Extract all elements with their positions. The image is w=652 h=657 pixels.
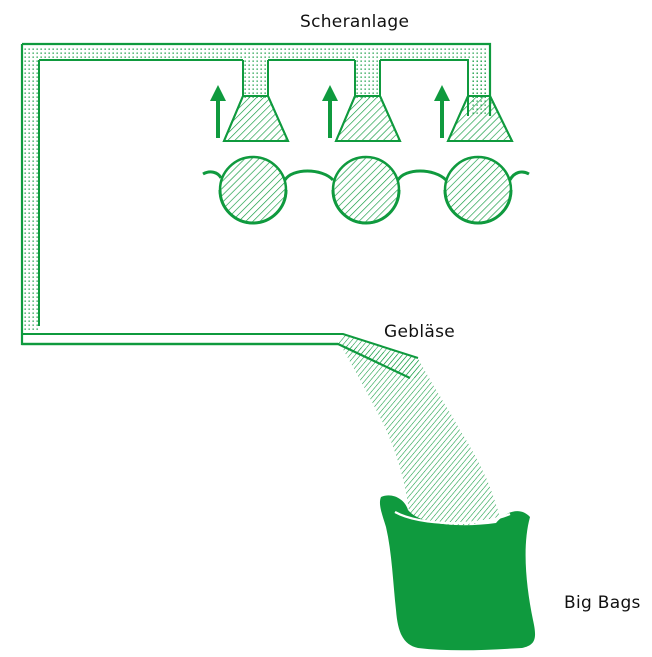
fabric-line-bottom [218,189,513,225]
suction-hoods [222,60,514,142]
fiber-stream-fill [340,344,500,527]
up-arrow-icon [210,85,226,138]
suction-hood [222,60,290,142]
up-arrow-icon [434,85,450,138]
shear-rollers [202,155,530,225]
duct-top-fill [24,46,488,59]
up-arrows [210,85,450,138]
fabric-line [202,169,530,182]
suction-hood [334,60,402,142]
big-bags-label: Big Bags [564,593,641,613]
duct [20,42,492,379]
big-bag [379,495,536,651]
big-bag-opening [394,511,511,525]
up-arrow-icon [322,85,338,138]
shearing-unit-label: Scheranlage [300,12,410,32]
duct-inner-outline [22,59,469,359]
suction-hood [446,60,514,142]
fiber-stream [340,344,500,527]
blower-label: Gebläse [384,322,455,342]
duct-left-fill [24,59,38,331]
big-bag-body [379,495,536,651]
